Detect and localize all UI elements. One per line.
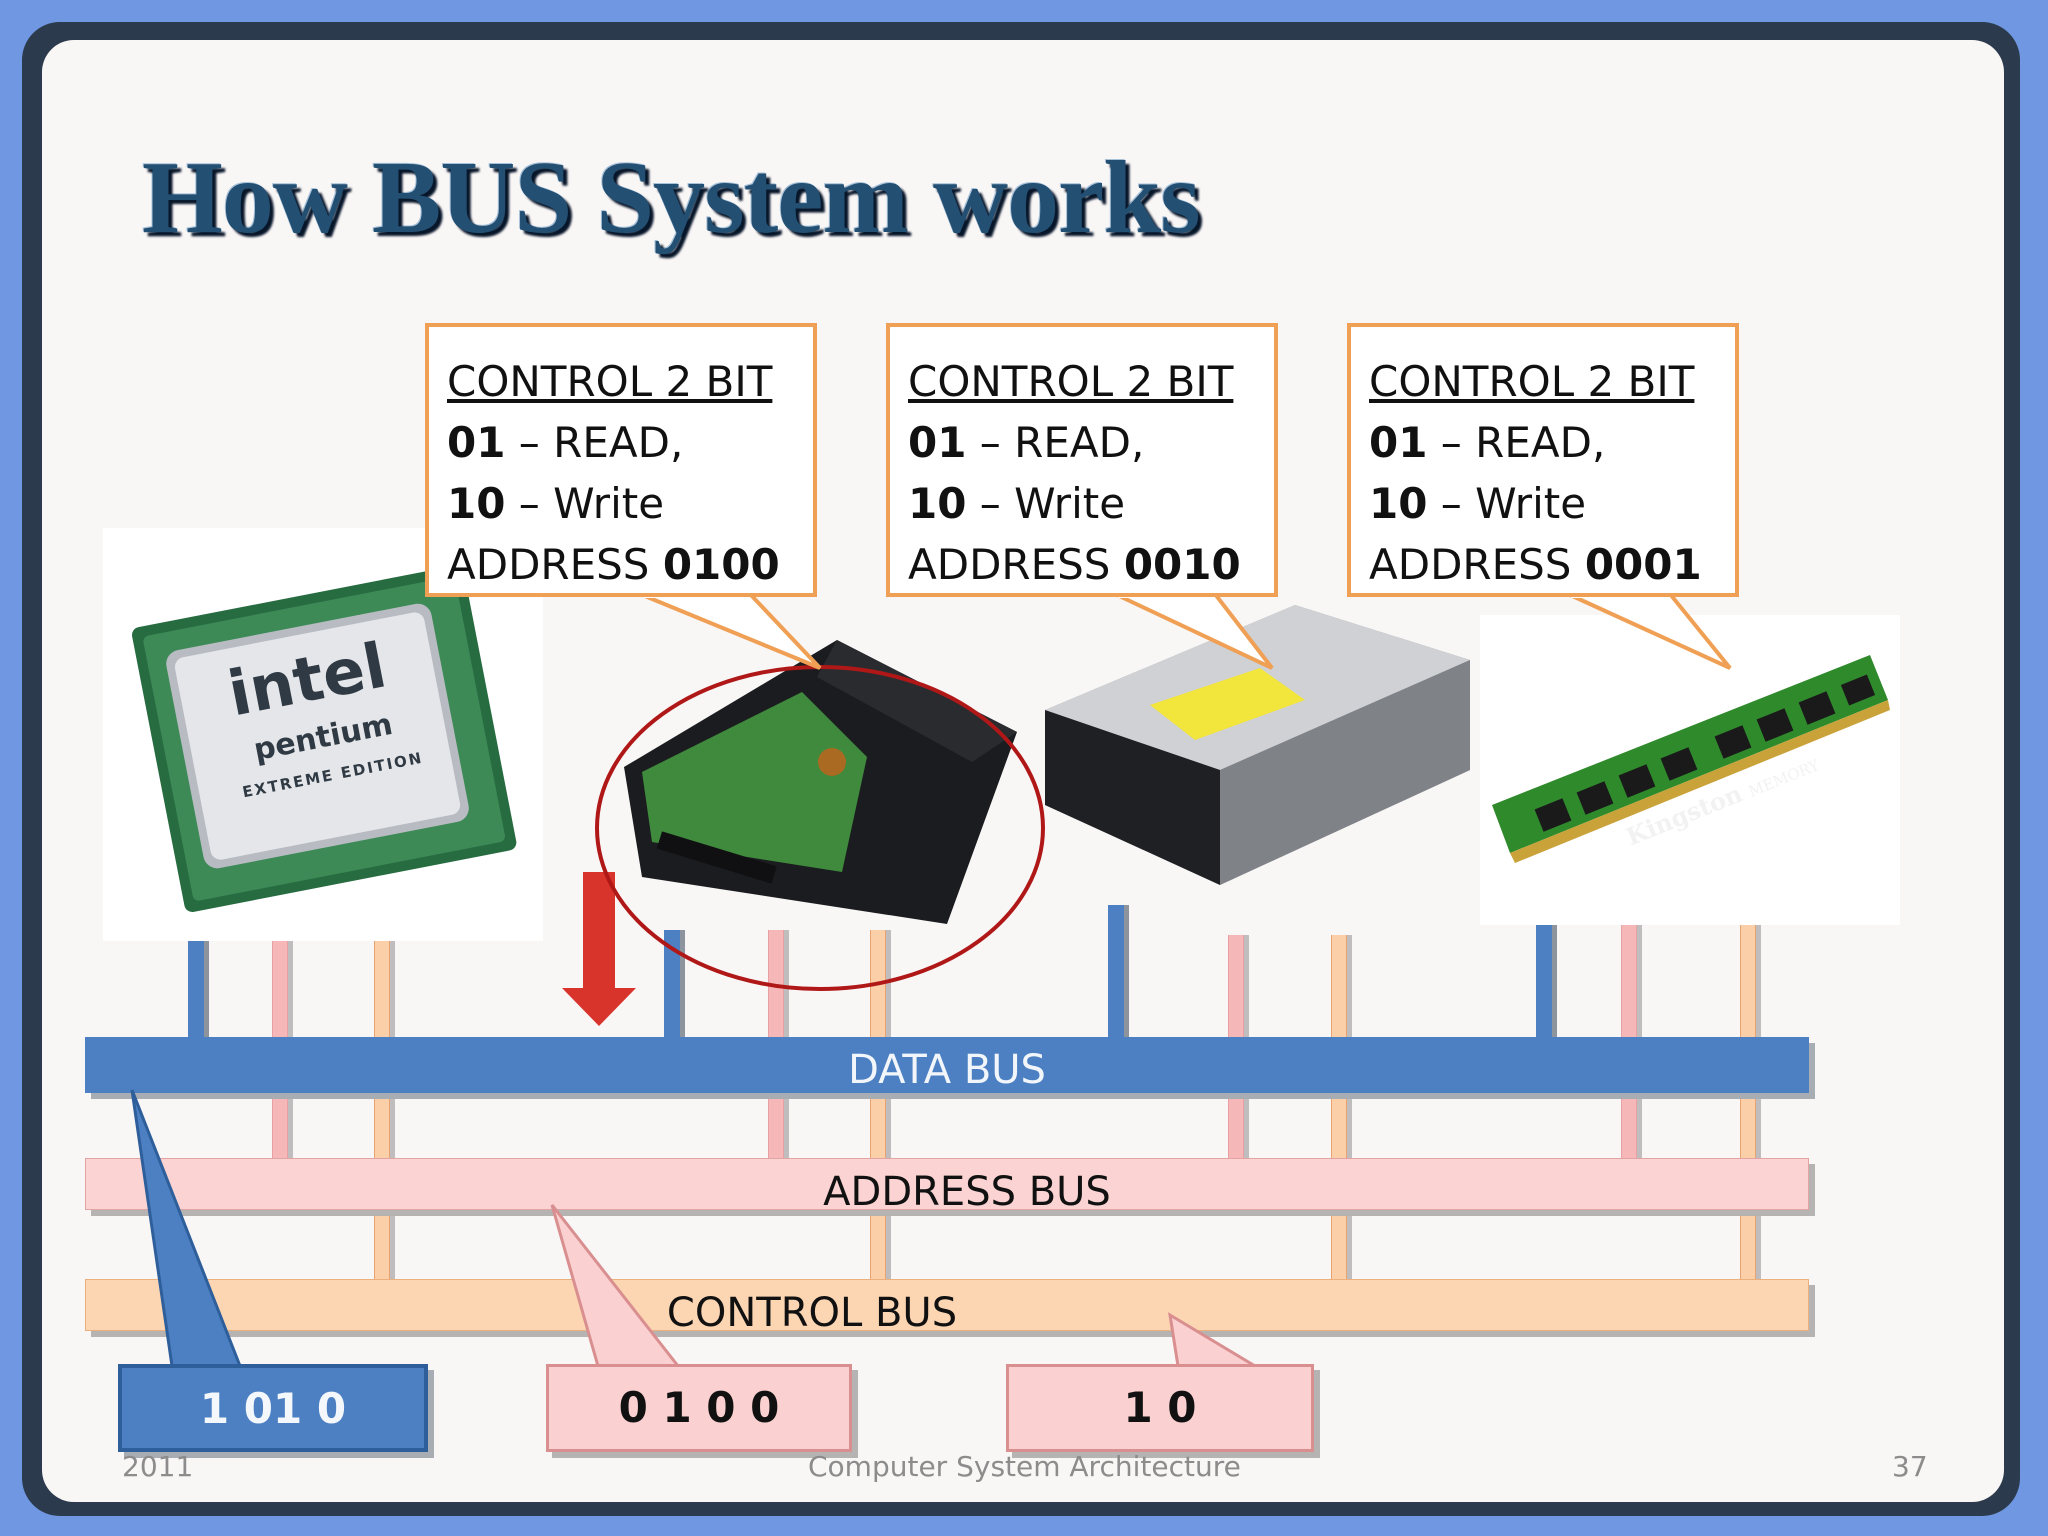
callout-3-tail bbox=[1567, 592, 1732, 670]
callout-ram: CONTROL 2 BIT 01 – READ, 10 – Write ADDR… bbox=[1347, 323, 1739, 597]
callout-write-line: 10 – Write bbox=[908, 479, 1126, 528]
callout-heading: CONTROL 2 BIT bbox=[1369, 357, 1695, 406]
callout-read-line: 01 – READ, bbox=[908, 418, 1145, 467]
control-bus-label: CONTROL BUS bbox=[666, 1290, 958, 1336]
callout-hard-disk: CONTROL 2 BIT 01 – READ, 10 – Write ADDR… bbox=[425, 323, 817, 597]
data-value-box: 1 01 0 bbox=[118, 1364, 428, 1452]
hdd-data-line bbox=[664, 930, 680, 1040]
callout-heading: CONTROL 2 BIT bbox=[908, 357, 1234, 406]
highlight-ring bbox=[595, 665, 1045, 991]
ram-data-line bbox=[1536, 925, 1552, 1040]
control-bus: CONTROL BUS bbox=[85, 1279, 1809, 1336]
data-bus-label: DATA BUS bbox=[848, 1047, 1046, 1093]
address-bus-label: ADDRESS BUS bbox=[823, 1169, 1111, 1215]
cpu-image: intel pentium EXTREME EDITION bbox=[103, 528, 543, 941]
footer-year: 2011 bbox=[122, 1450, 194, 1483]
control-value-box: 1 0 bbox=[1006, 1364, 1314, 1452]
callout-2-tail bbox=[1114, 592, 1274, 670]
hard-disk-image bbox=[612, 632, 1022, 932]
red-arrow-icon bbox=[562, 872, 636, 1026]
callout-read-line: 01 – READ, bbox=[1369, 418, 1606, 467]
callout-address-line: ADDRESS 0001 bbox=[1369, 540, 1702, 589]
address-value-box: 0 1 0 0 bbox=[546, 1364, 852, 1452]
ram-module-image: Kingston MEMORY bbox=[1480, 615, 1900, 925]
callout-read-line: 01 – READ, bbox=[447, 418, 684, 467]
callout-address-line: ADDRESS 0100 bbox=[447, 540, 780, 589]
footer-page-number: 37 bbox=[1892, 1450, 1928, 1483]
footer-course: Computer System Architecture bbox=[808, 1450, 1241, 1483]
callout-optical-drive: CONTROL 2 BIT 01 – READ, 10 – Write ADDR… bbox=[886, 323, 1278, 597]
cpu-data-line bbox=[188, 940, 204, 1040]
dvd-data-line bbox=[1108, 905, 1124, 1040]
callout-address-line: ADDRESS 0010 bbox=[908, 540, 1241, 589]
callout-heading: CONTROL 2 BIT bbox=[447, 357, 773, 406]
callout-1-tail bbox=[639, 592, 822, 670]
callout-write-line: 10 – Write bbox=[1369, 479, 1587, 528]
data-bus: DATA BUS bbox=[85, 1037, 1809, 1093]
callout-write-line: 10 – Write bbox=[447, 479, 665, 528]
address-bus: ADDRESS BUS bbox=[85, 1158, 1809, 1215]
slide-title: How BUS System works bbox=[142, 140, 1201, 255]
optical-drive-image bbox=[1045, 600, 1475, 890]
